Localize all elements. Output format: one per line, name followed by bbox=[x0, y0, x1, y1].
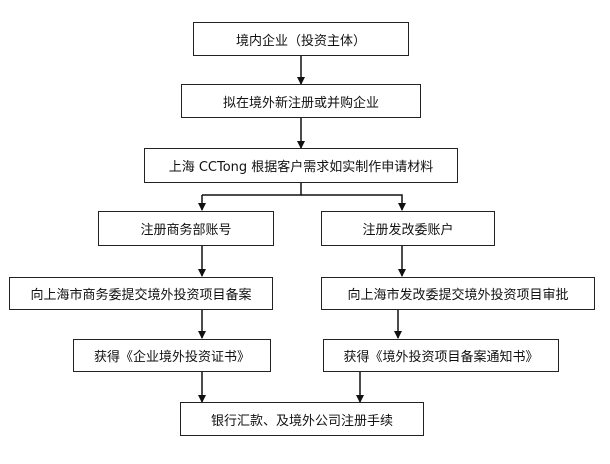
node-commerce-account: 注册商务部账号 bbox=[98, 211, 274, 246]
arrow-prepare-to-branches bbox=[202, 183, 302, 196]
arrow-prepare-to-ndrc-account bbox=[301, 194, 406, 211]
node-prepare: 上海 CCTong 根据客户需求如实制作申请材料 bbox=[144, 148, 458, 183]
node-commerce-filing: 向上海市商务委提交境外投资项目备案 bbox=[9, 277, 273, 310]
node-ndrc-account: 注册发改委账户 bbox=[321, 211, 495, 246]
node-ndrc-notice: 获得《境外投资项目备案通知书》 bbox=[323, 339, 559, 372]
node-entity: 境内企业（投资主体） bbox=[193, 22, 409, 56]
node-plan: 拟在境外新注册或并购企业 bbox=[181, 84, 421, 118]
node-ndrc-approval: 向上海市发改委提交境外投资项目审批 bbox=[321, 277, 595, 310]
node-final: 银行汇款、及境外公司注册手续 bbox=[180, 402, 424, 436]
node-commerce-certificate: 获得《企业境外投资证书》 bbox=[73, 339, 271, 372]
